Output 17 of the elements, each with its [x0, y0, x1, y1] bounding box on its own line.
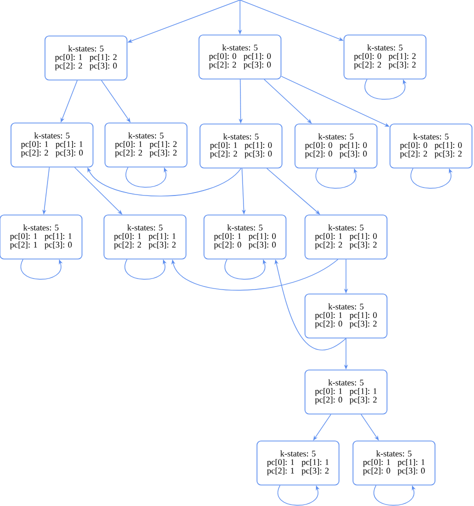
state-box: k-states: 5 pc[0]: 1 pc[1]: 1 pc[2]: 0 pc[3]: 2: [304, 370, 388, 414]
state-box: k-states: 5 pc[0]: 1 pc[1]: 1 pc[2]: 2 pc[3]: 2: [104, 214, 186, 260]
state-box: k-states: 5 pc[0]: 1 pc[1]: 0 pc[2]: 0 pc[3]: 0: [204, 214, 286, 260]
state-box: k-states: 5 pc[0]: 1 pc[1]: 1 pc[2]: 1 pc[3]: 0: [0, 214, 82, 260]
state-box: k-states: 5 pc[0]: 0 pc[1]: 0 pc[2]: 2 pc[3]: 2: [390, 124, 472, 168]
state-box: k-states: 5 pc[0]: 1 pc[1]: 0 pc[2]: 2 pc[3]: 0: [200, 124, 282, 168]
state-box: k-states: 5 pc[0]: 1 pc[1]: 1 pc[2]: 2 pc[3]: 0: [10, 122, 94, 168]
state-box: k-states: 5 pc[0]: 0 pc[1]: 2 pc[2]: 2 pc[3]: 2: [344, 34, 426, 80]
state-box: k-states: 5 pc[0]: 1 pc[1]: 0 pc[2]: 2 pc[3]: 2: [304, 214, 388, 260]
arrow: [171, 259, 338, 291]
state-box: k-states: 5 pc[0]: 1 pc[1]: 1 pc[2]: 1 pc[3]: 2: [256, 440, 340, 486]
state-box: k-states: 5 pc[0]: 1 pc[1]: 0 pc[2]: 0 pc[3]: 2: [304, 294, 388, 338]
state-box: k-states: 5 pc[0]: 0 pc[1]: 0 pc[2]: 0 pc[3]: 0: [294, 124, 378, 168]
state-box: k-states: 5 pc[0]: 0 pc[1]: 0 pc[2]: 2 pc[3]: 0: [198, 34, 282, 80]
state-box: k-states: 5 pc[0]: 1 pc[1]: 2 pc[2]: 2 pc[3]: 0: [44, 36, 128, 80]
state-box: k-states: 5 pc[0]: 1 pc[1]: 2 pc[2]: 2 pc[3]: 2: [104, 122, 188, 168]
state-box: k-states: 5 pc[0]: 1 pc[1]: 1 pc[2]: 0 pc[3]: 0: [352, 440, 436, 486]
